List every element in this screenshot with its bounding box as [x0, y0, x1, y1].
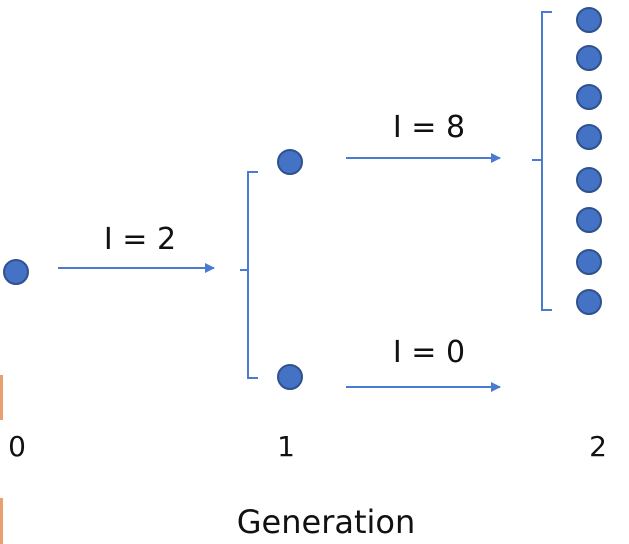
bracket-gen2 [532, 11, 552, 311]
node-gen2-8 [576, 289, 602, 315]
axis-title: Generation [237, 503, 416, 541]
node-gen2-5 [576, 167, 602, 193]
node-gen0 [3, 259, 29, 285]
node-gen1-top [277, 149, 303, 175]
edge-label-gen1-bottom: I = 0 [393, 335, 465, 370]
node-gen2-6 [576, 207, 602, 233]
bracket-gen1 [240, 171, 258, 379]
node-gen2-4 [576, 124, 602, 150]
node-gen2-2 [576, 45, 602, 71]
node-gen2-3 [576, 84, 602, 110]
left-edge-accent-upper [0, 375, 3, 420]
node-gen2-1 [576, 7, 602, 33]
generation-label-0: 0 [8, 430, 26, 463]
generation-label-1: 1 [277, 430, 295, 463]
generation-label-2: 2 [589, 430, 607, 463]
edge-label-gen1-top: I = 8 [393, 110, 465, 145]
left-edge-accent-lower [0, 498, 3, 544]
node-gen2-7 [576, 249, 602, 275]
node-gen1-bottom [277, 364, 303, 390]
edge-label-gen0-to-gen1: I = 2 [104, 222, 176, 257]
